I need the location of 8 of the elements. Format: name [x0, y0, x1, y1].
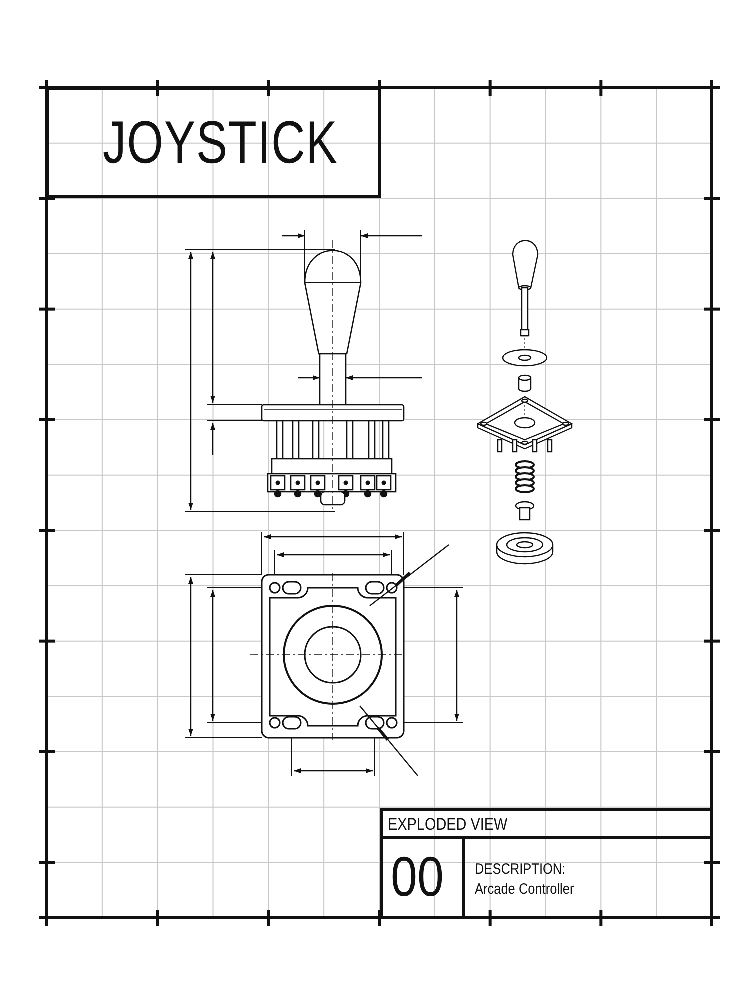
title-block-cell: [380, 808, 713, 839]
title-block-cell: [462, 836, 713, 919]
section-heading: EXPLODED VIEW: [388, 815, 508, 835]
title: JOYSTICK: [103, 108, 338, 178]
description-text: Arcade Controller: [475, 881, 574, 898]
sheet-number: 00: [391, 845, 444, 909]
title-block-cell: [380, 836, 465, 919]
field-label: DESCRIPTION:: [475, 861, 566, 878]
